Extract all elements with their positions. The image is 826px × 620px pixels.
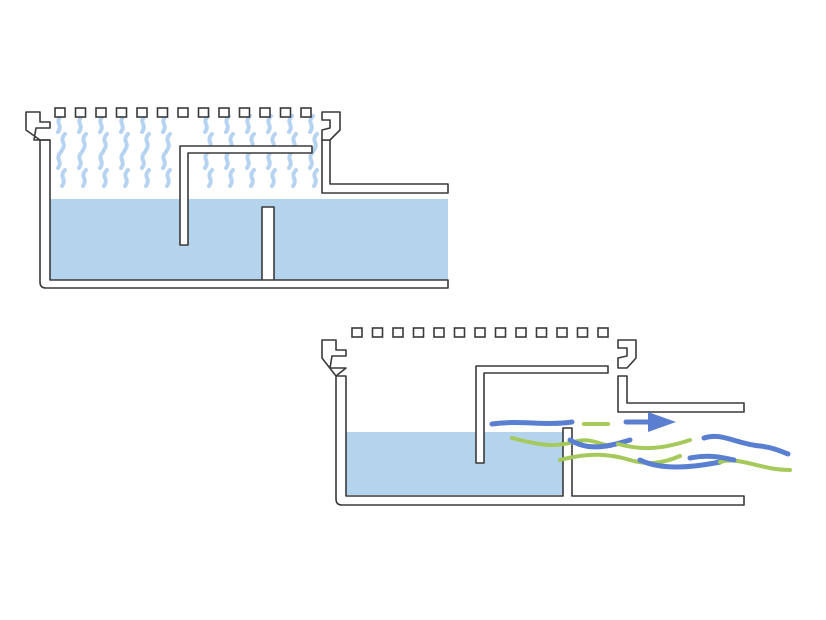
steam-wisp xyxy=(60,132,67,152)
basin-wall-top xyxy=(39,139,449,289)
trap-top xyxy=(25,107,449,289)
vent-grate-top xyxy=(54,107,312,118)
gas-stream xyxy=(637,457,723,470)
steam-wisp xyxy=(161,114,168,134)
gas-stream xyxy=(567,437,633,450)
steam-wisp xyxy=(266,114,273,134)
steam-wisp xyxy=(165,132,172,152)
steam-wisp xyxy=(203,150,210,170)
steam-wisp xyxy=(287,150,294,170)
steam-wisp xyxy=(140,114,147,134)
steam-wisp xyxy=(224,114,231,134)
gas-stream xyxy=(701,433,791,457)
vent-hole xyxy=(576,327,589,338)
steam-wisp xyxy=(312,132,319,152)
vent-hole xyxy=(392,327,404,338)
vent-hole xyxy=(515,327,527,338)
gas-flow xyxy=(489,412,792,472)
steam-wisp xyxy=(224,150,231,170)
steam-wisp xyxy=(144,168,151,188)
steam-wisp xyxy=(266,150,273,170)
gas-stream xyxy=(687,453,737,463)
vent-hole xyxy=(556,327,568,338)
gas-stream xyxy=(718,458,792,472)
gas-stream xyxy=(558,452,682,465)
steam-wisp xyxy=(207,168,214,188)
steam-wisp xyxy=(56,150,63,170)
vent-hole xyxy=(197,107,210,118)
steam-cloud xyxy=(56,114,319,188)
vent-hole xyxy=(371,327,384,338)
water-bottom xyxy=(346,432,563,495)
vent-hole xyxy=(597,327,609,338)
arrow-icon xyxy=(648,412,676,432)
steam-wisp xyxy=(56,114,63,134)
steam-wisp xyxy=(144,132,151,152)
steam-wisp xyxy=(98,114,105,134)
gas-stream xyxy=(489,419,575,427)
vent-hole xyxy=(279,107,292,118)
basin-wall-bottom xyxy=(335,375,745,506)
steam-wisp xyxy=(119,150,126,170)
vent-hole xyxy=(177,107,189,118)
steam-wisp xyxy=(161,150,168,170)
outlet-wall-top xyxy=(321,139,449,194)
steam-wisp xyxy=(308,150,315,170)
steam-wisp xyxy=(81,132,88,152)
vent-hole xyxy=(115,107,128,118)
vent-hole xyxy=(238,107,251,118)
steam-wisp xyxy=(291,168,298,188)
vent-grate-bottom xyxy=(351,327,609,338)
steam-wisp xyxy=(228,168,235,188)
vent-hole xyxy=(259,107,271,118)
steam-wisp xyxy=(249,168,256,188)
steam-wisp xyxy=(98,150,105,170)
baffle-bottom xyxy=(475,365,609,464)
vent-hole xyxy=(453,327,466,338)
steam-wisp xyxy=(270,168,277,188)
steam-wisp xyxy=(123,168,130,188)
rim-left-top xyxy=(25,111,51,141)
steam-wisp xyxy=(77,114,84,134)
vent-hole xyxy=(95,107,107,118)
steam-wisp xyxy=(123,132,130,152)
steam-wisp xyxy=(81,168,88,188)
vent-hole xyxy=(474,327,486,338)
steam-wisp xyxy=(287,114,294,134)
steam-wisp xyxy=(102,132,109,152)
vent-hole xyxy=(494,327,507,338)
vent-hole xyxy=(74,107,87,118)
steam-wisp xyxy=(312,168,319,188)
vent-hole xyxy=(300,107,312,118)
vent-hole xyxy=(54,107,66,118)
vent-hole xyxy=(433,327,445,338)
rim-right-top xyxy=(321,111,341,141)
steam-wisp xyxy=(77,150,84,170)
rim-right-bottom xyxy=(617,339,637,369)
steam-wisp xyxy=(245,150,252,170)
steam-wisp xyxy=(119,114,126,134)
steam-wisp xyxy=(140,150,147,170)
vent-hole xyxy=(136,107,148,118)
vent-hole xyxy=(156,107,169,118)
gas-stream xyxy=(616,438,692,451)
trap-bottom xyxy=(321,327,792,506)
steam-wisp xyxy=(245,114,252,134)
rim-left-bottom xyxy=(321,339,347,377)
steam-wisp xyxy=(165,168,172,188)
vent-hole xyxy=(535,327,548,338)
outlet-wall-bottom xyxy=(617,375,745,413)
steam-wisp xyxy=(102,168,109,188)
vent-hole xyxy=(351,327,363,338)
steam-wisp xyxy=(60,168,67,188)
steam-wisp xyxy=(308,114,315,134)
steam-wisp xyxy=(203,114,210,134)
vent-hole xyxy=(218,107,230,118)
baffle-top xyxy=(179,145,313,246)
vent-hole xyxy=(412,327,425,338)
water-top xyxy=(50,199,448,280)
